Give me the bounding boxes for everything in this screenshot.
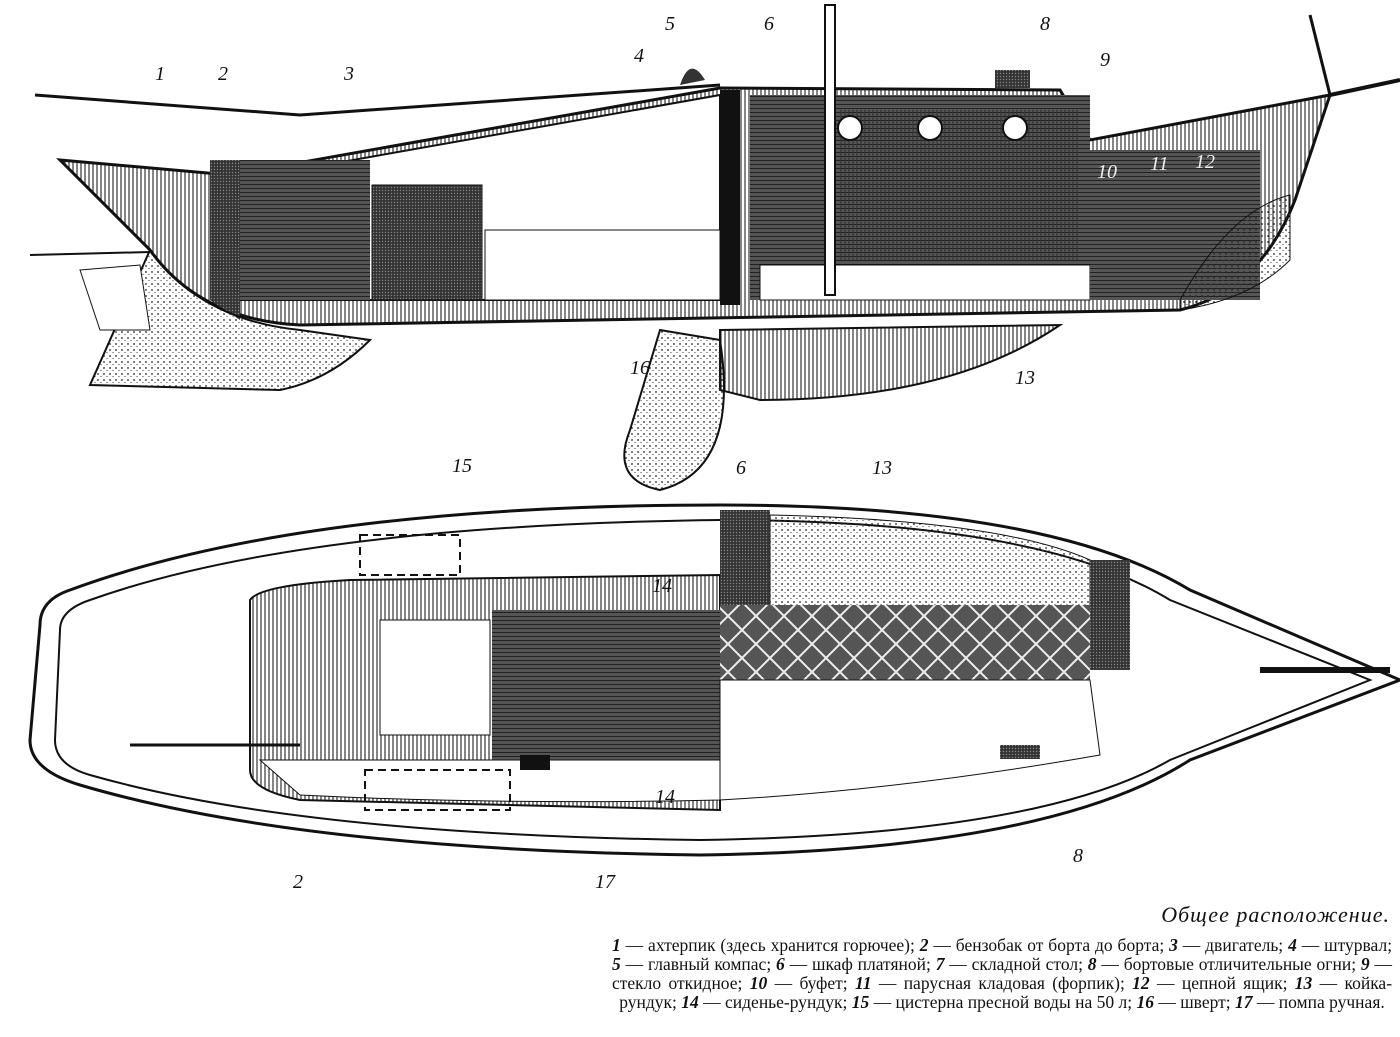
legend-item: 6 — шкаф платяной; [776,954,931,974]
legend-item: 5 — главный компас; [612,954,772,974]
legend-text: шкаф платяной; [811,954,931,974]
legend-text: складной стол; [971,954,1083,974]
legend-item: 12 — цепной ящик; [1132,973,1288,993]
legend-text: цепной ящик; [1181,973,1288,993]
legend-text: ахтерпик (здесь хранится горючее); [648,935,915,955]
legend-number: 2 [919,935,929,955]
side-view [29,4,1400,492]
legend-text: шверт; [1180,992,1231,1012]
legend-text: бензобак от борта до борта; [955,935,1165,955]
legend: 1 — ахтерпик (здесь хранится горючее); 2… [612,936,1392,1012]
legend-item: 10 — буфет; [749,973,848,993]
callout-label: 14 [652,575,672,597]
legend-item: 3 — двигатель; [1169,935,1284,955]
legend-number: 16 [1136,992,1154,1012]
legend-item: 17 — помпа ручная. [1235,992,1385,1012]
legend-text: сиденье-рундук; [725,992,848,1012]
callout-label: 4 [634,45,644,67]
legend-item: 13 — койка-рундук; [619,973,1393,1012]
callout-label: 12 [1195,151,1215,173]
legend-number: 8 [1087,954,1097,974]
callout-label: 8 [1073,845,1083,867]
callout-label: 8 [1040,13,1050,35]
legend-item: 11 — парусная кладовая (форпик); [854,973,1125,993]
legend-number: 10 [749,973,768,993]
legend-number: 13 [1294,973,1313,993]
callout-label: 15 [452,455,472,477]
legend-number: 4 [1288,935,1297,955]
callout-label: 6 [764,13,774,35]
legend-number: 1 [612,935,621,955]
callout-label: 6 [736,457,746,479]
legend-number: 15 [851,992,870,1012]
caption-title: Общее расположение. [1161,902,1390,927]
callout-label: 2 [218,63,228,85]
callout-label: 11 [1150,153,1169,175]
legend-text: койка-рундук; [619,973,1393,1012]
callout-label: 13 [872,457,892,479]
callout-label: 13 [1015,367,1035,389]
legend-text: помпа ручная. [1278,992,1385,1012]
callout-label: 3 [343,63,354,85]
legend-item: 9 — стекло откидное; [612,954,1393,993]
callout-label: 17 [595,871,616,893]
legend-text: стекло откидное; [612,973,743,993]
legend-number: 6 [776,954,785,974]
legend-number: 12 [1132,973,1150,993]
legend-number: 3 [1169,935,1178,955]
callout-label: 9 [1100,49,1110,71]
legend-item: 1 — ахтерпик (здесь хранится горючее); [612,935,915,955]
legend-item: 2 — бензобак от борта до борта; [919,935,1165,955]
legend-number: 17 [1235,992,1253,1012]
legend-item: 4 — штурвал; [1288,935,1393,955]
callout-label: 2 [293,871,303,893]
callout-label: 10 [1097,161,1117,183]
legend-number: 9 [1360,954,1370,974]
callout-label: 14 [655,786,675,808]
legend-number: 14 [681,992,699,1012]
legend-text: цистерна пресной воды на 50 л; [895,992,1133,1012]
callout-label: 5 [665,13,675,35]
legend-item: 7 — складной стол; [935,954,1083,974]
legend-text: буфет; [799,973,848,993]
legend-number: 7 [935,954,945,974]
legend-number: 11 [854,973,872,993]
side-view-labels: 1 2 3 4 5 6 8 9 10 11 12 13 16 [155,13,1215,389]
legend-text: штурвал; [1324,935,1393,955]
legend-text: парусная кладовая (форпик); [903,973,1125,993]
legend-number: 5 [612,954,621,974]
legend-text: главный компас; [647,954,772,974]
callout-label: 16 [630,357,650,379]
callout-label: 1 [155,63,165,85]
legend-item: 14 — сиденье-рундук; [681,992,848,1012]
legend-text: двигатель; [1205,935,1284,955]
legend-item: 8 — бортовые отличительные огни; [1087,954,1357,974]
plan-view [28,503,1400,857]
legend-text: бортовые отличительные огни; [1123,954,1357,974]
plan-view-labels: 15 6 13 14 14 2 17 8 [293,455,1083,893]
legend-item: 16 — шверт; [1136,992,1231,1012]
legend-item: 15 — цистерна пресной воды на 50 л; [851,992,1133,1012]
